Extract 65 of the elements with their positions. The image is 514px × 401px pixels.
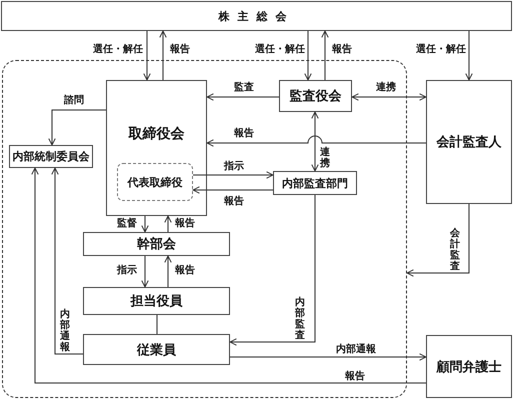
- edge-label: 連携: [320, 147, 330, 169]
- arrow: [206, 93, 280, 101]
- box-label: 担当役員: [130, 293, 182, 310]
- edge-label: 内部通報: [336, 344, 376, 355]
- box-label: 内部監査部門: [282, 176, 348, 190]
- box-label: 代表取締役: [128, 174, 182, 190]
- edge-label: 報告: [332, 44, 352, 55]
- edge-label: 会計監査: [450, 228, 460, 272]
- org-box: [83, 287, 230, 315]
- edge-label: 報告: [175, 218, 195, 229]
- arrow: [164, 256, 172, 288]
- org-box: [279, 80, 352, 112]
- edge-label: 内部通報: [60, 309, 70, 353]
- org-box: [117, 163, 193, 201]
- org-box: [273, 171, 357, 195]
- arrow: [465, 30, 473, 80]
- edge-label: 報告: [224, 196, 244, 207]
- box-label: 顧問弁護士: [436, 358, 502, 376]
- arrow: [321, 30, 329, 80]
- arrow: [159, 30, 167, 80]
- edge-label: 指示: [117, 265, 137, 276]
- org-box: [9, 145, 93, 168]
- edge-label: 報告: [345, 371, 365, 382]
- edge-label: 諮問: [64, 95, 84, 106]
- edge-label: 指示: [224, 161, 244, 172]
- org-box: [426, 335, 512, 398]
- arrow: [406, 204, 470, 277]
- connector-line: [156, 314, 158, 334]
- box-label: 内部統制委員会: [12, 149, 90, 164]
- org-box: [426, 80, 512, 204]
- arrow: [311, 112, 319, 172]
- edge-label: 内部監査: [295, 297, 305, 341]
- box-label: 監査役会: [290, 88, 342, 105]
- arrow: [143, 30, 151, 80]
- arrow: [141, 216, 149, 232]
- arrow: [206, 136, 426, 147]
- arrow: [192, 186, 274, 194]
- arrow: [48, 110, 106, 146]
- arrow: [164, 216, 172, 232]
- edge-label: 報告: [175, 265, 195, 276]
- org-box: [83, 334, 230, 365]
- edge-label: 監督: [117, 218, 137, 229]
- box-label: 幹部会: [137, 236, 176, 253]
- arrow: [304, 30, 312, 80]
- box-label: 株主総会: [218, 8, 294, 24]
- edge-label: 選任・解任: [255, 44, 305, 55]
- org-box: [83, 232, 230, 256]
- box-label: 会計監査人: [436, 134, 502, 151]
- arrow: [230, 194, 316, 346]
- edge-label: 選任・解任: [93, 44, 143, 55]
- org-box: [1, 1, 512, 31]
- arrow: [230, 353, 426, 361]
- edge-label: 選任・解任: [416, 44, 466, 55]
- box-label: 従業員: [137, 342, 176, 358]
- arrow: [51, 168, 84, 354]
- arrow: [141, 256, 149, 288]
- edge-label: 連携: [376, 82, 396, 93]
- arrow: [192, 171, 274, 179]
- org-box: [106, 80, 207, 216]
- box-label: 取締役会: [128, 125, 184, 143]
- arrow: [352, 93, 426, 101]
- edge-label: 監査: [234, 82, 254, 93]
- edge-label: 報告: [234, 128, 254, 139]
- edge-label: 報告: [170, 44, 190, 55]
- arrow: [31, 168, 426, 384]
